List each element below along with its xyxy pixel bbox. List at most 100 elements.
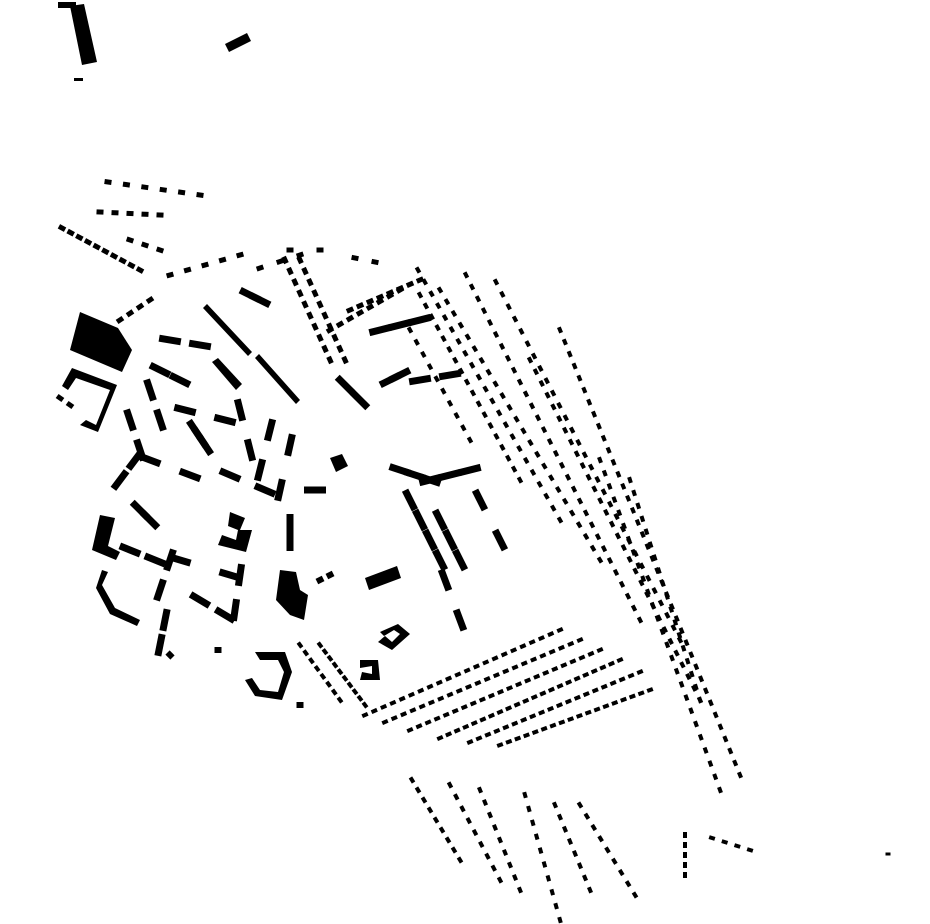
building (524, 340, 531, 348)
building (218, 256, 227, 264)
building (365, 303, 375, 312)
building (346, 681, 354, 689)
building (530, 352, 538, 360)
building (516, 378, 524, 386)
building (678, 627, 685, 635)
building (446, 781, 454, 789)
building (487, 712, 495, 719)
building (471, 488, 489, 512)
building (543, 492, 550, 500)
building (441, 314, 449, 322)
building (510, 465, 518, 473)
building (712, 711, 719, 719)
building (444, 836, 452, 844)
building (688, 707, 695, 715)
building (491, 528, 509, 552)
building (722, 735, 729, 743)
building (356, 694, 364, 702)
building (57, 224, 67, 232)
building (606, 556, 614, 565)
building (667, 637, 674, 645)
building (475, 400, 483, 408)
building (693, 683, 699, 691)
building (620, 482, 627, 490)
building (125, 309, 135, 318)
building (602, 703, 610, 710)
building (595, 422, 602, 430)
building (458, 463, 482, 477)
building (587, 650, 595, 657)
building (596, 646, 604, 654)
building (524, 677, 532, 684)
building (466, 739, 474, 745)
building (415, 276, 425, 284)
building (104, 179, 112, 185)
building (469, 389, 477, 397)
building (539, 690, 547, 697)
building (148, 361, 172, 379)
building (418, 473, 442, 487)
generated-buildings-layer (55, 179, 891, 924)
building (552, 801, 558, 809)
building (590, 823, 598, 832)
building (581, 451, 588, 459)
building (326, 355, 334, 365)
building (683, 639, 690, 647)
building (605, 446, 612, 454)
building (406, 326, 414, 334)
building (507, 861, 513, 869)
building (66, 228, 75, 237)
building (597, 497, 604, 505)
building (389, 699, 397, 706)
building (388, 366, 412, 384)
building (110, 469, 130, 491)
building (462, 349, 469, 357)
building (683, 852, 687, 858)
building (381, 718, 389, 726)
building (422, 302, 430, 310)
building (275, 258, 285, 265)
building (408, 776, 416, 784)
building (474, 295, 482, 303)
building (306, 278, 314, 287)
building (562, 426, 569, 434)
building (528, 402, 536, 410)
building (499, 392, 506, 400)
building (685, 672, 692, 681)
building (253, 482, 277, 498)
building (349, 389, 371, 411)
building (564, 698, 572, 705)
building (492, 823, 498, 832)
building (188, 339, 212, 351)
building (541, 861, 548, 868)
building (611, 857, 618, 865)
building (698, 675, 705, 683)
building (407, 691, 415, 698)
building (522, 697, 530, 704)
building (517, 886, 523, 894)
building (336, 696, 344, 704)
building (570, 485, 578, 493)
building (313, 664, 321, 673)
building (556, 401, 563, 410)
building (639, 515, 646, 523)
building (565, 679, 573, 686)
building (589, 544, 597, 552)
building (530, 819, 536, 827)
building (673, 615, 680, 623)
building (630, 604, 638, 612)
building (492, 672, 500, 679)
building (577, 862, 583, 870)
building (316, 333, 324, 342)
building (631, 489, 637, 497)
building (732, 759, 739, 767)
building (536, 480, 543, 488)
building (542, 669, 550, 676)
building (331, 661, 339, 669)
building (635, 562, 642, 570)
building (428, 313, 435, 321)
building (588, 521, 596, 529)
building (568, 509, 576, 517)
building (255, 264, 265, 272)
building (83, 238, 93, 246)
